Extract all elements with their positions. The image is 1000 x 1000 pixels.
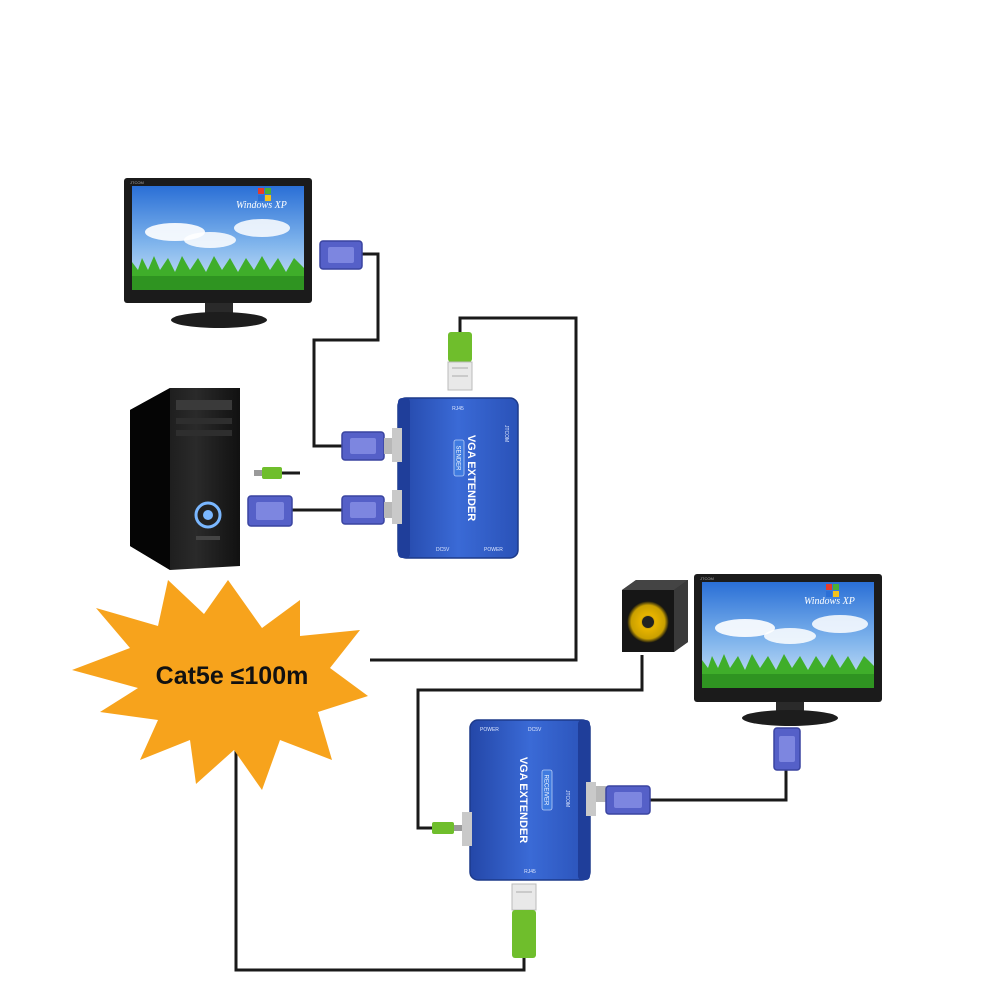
- vga-cable-receiver-to-monitor: [650, 768, 788, 802]
- vga-cable-monitor-to-sender: [312, 252, 380, 448]
- vga-plug-pc: [247, 495, 293, 527]
- receiver-badge: RECEIVER: [543, 775, 549, 806]
- receiver-top-left-label: POWER: [480, 727, 499, 733]
- sender-title: VGA EXTENDER: [465, 435, 477, 521]
- receiver-box: POWER DC5V VGA EXTENDER RECEIVER JTCOM R…: [462, 719, 596, 881]
- audio-jack-receiver: [432, 822, 466, 834]
- speaker: [622, 580, 688, 652]
- vga-plug-receiver-out: [596, 785, 651, 815]
- sender-box: RJ45 JTCOM SENDER VGA EXTENDER DC5V POWE…: [392, 397, 519, 559]
- cable-note: Cat5e ≤100m: [156, 662, 309, 690]
- pc-tower: [130, 388, 240, 570]
- sender-badge: SENDER: [455, 445, 461, 471]
- monitor-top: Windows XP JTCOM: [124, 178, 312, 328]
- rj45-plug-receiver: [511, 883, 537, 958]
- windows-logo-icon: [258, 188, 271, 201]
- monitor-top-brand: JTCOM: [130, 180, 144, 185]
- cat5e-cable-receiver: [234, 740, 526, 972]
- audio-jack-pc: [254, 467, 300, 479]
- monitor-bottom: Windows XP JTCOM: [694, 574, 882, 726]
- vga-plug-monitor-bottom: [773, 727, 801, 771]
- monitor-bottom-os-label: Windows XP: [804, 596, 855, 607]
- rj45-plug-sender: [447, 332, 473, 391]
- receiver-top-right-label: DC5V: [528, 727, 542, 733]
- sender-bottom-left-label: DC5V: [436, 547, 450, 553]
- sender-side-mark: JTCOM: [503, 425, 509, 442]
- vga-plug-monitor-top: [319, 240, 363, 270]
- receiver-side-mark: JTCOM: [564, 790, 570, 807]
- vga-plug-sender-in: [341, 495, 394, 525]
- cat5e-cable-sender: [370, 316, 578, 662]
- monitor-top-os-label: Windows XP: [236, 200, 287, 211]
- sender-bottom-right-label: POWER: [484, 547, 503, 553]
- sender-top-port-label: RJ45: [452, 406, 464, 412]
- cables: [234, 252, 788, 972]
- cable-length-burst: Cat5e ≤100m: [72, 580, 368, 790]
- receiver-title: VGA EXTENDER: [517, 757, 529, 843]
- receiver-bottom-port-label: RJ45: [524, 869, 536, 875]
- windows-logo-icon: [826, 584, 839, 597]
- vga-plug-sender-out: [341, 431, 394, 461]
- audio-cable-speaker-to-receiver: [416, 655, 644, 830]
- monitor-bottom-brand: JTCOM: [700, 576, 714, 581]
